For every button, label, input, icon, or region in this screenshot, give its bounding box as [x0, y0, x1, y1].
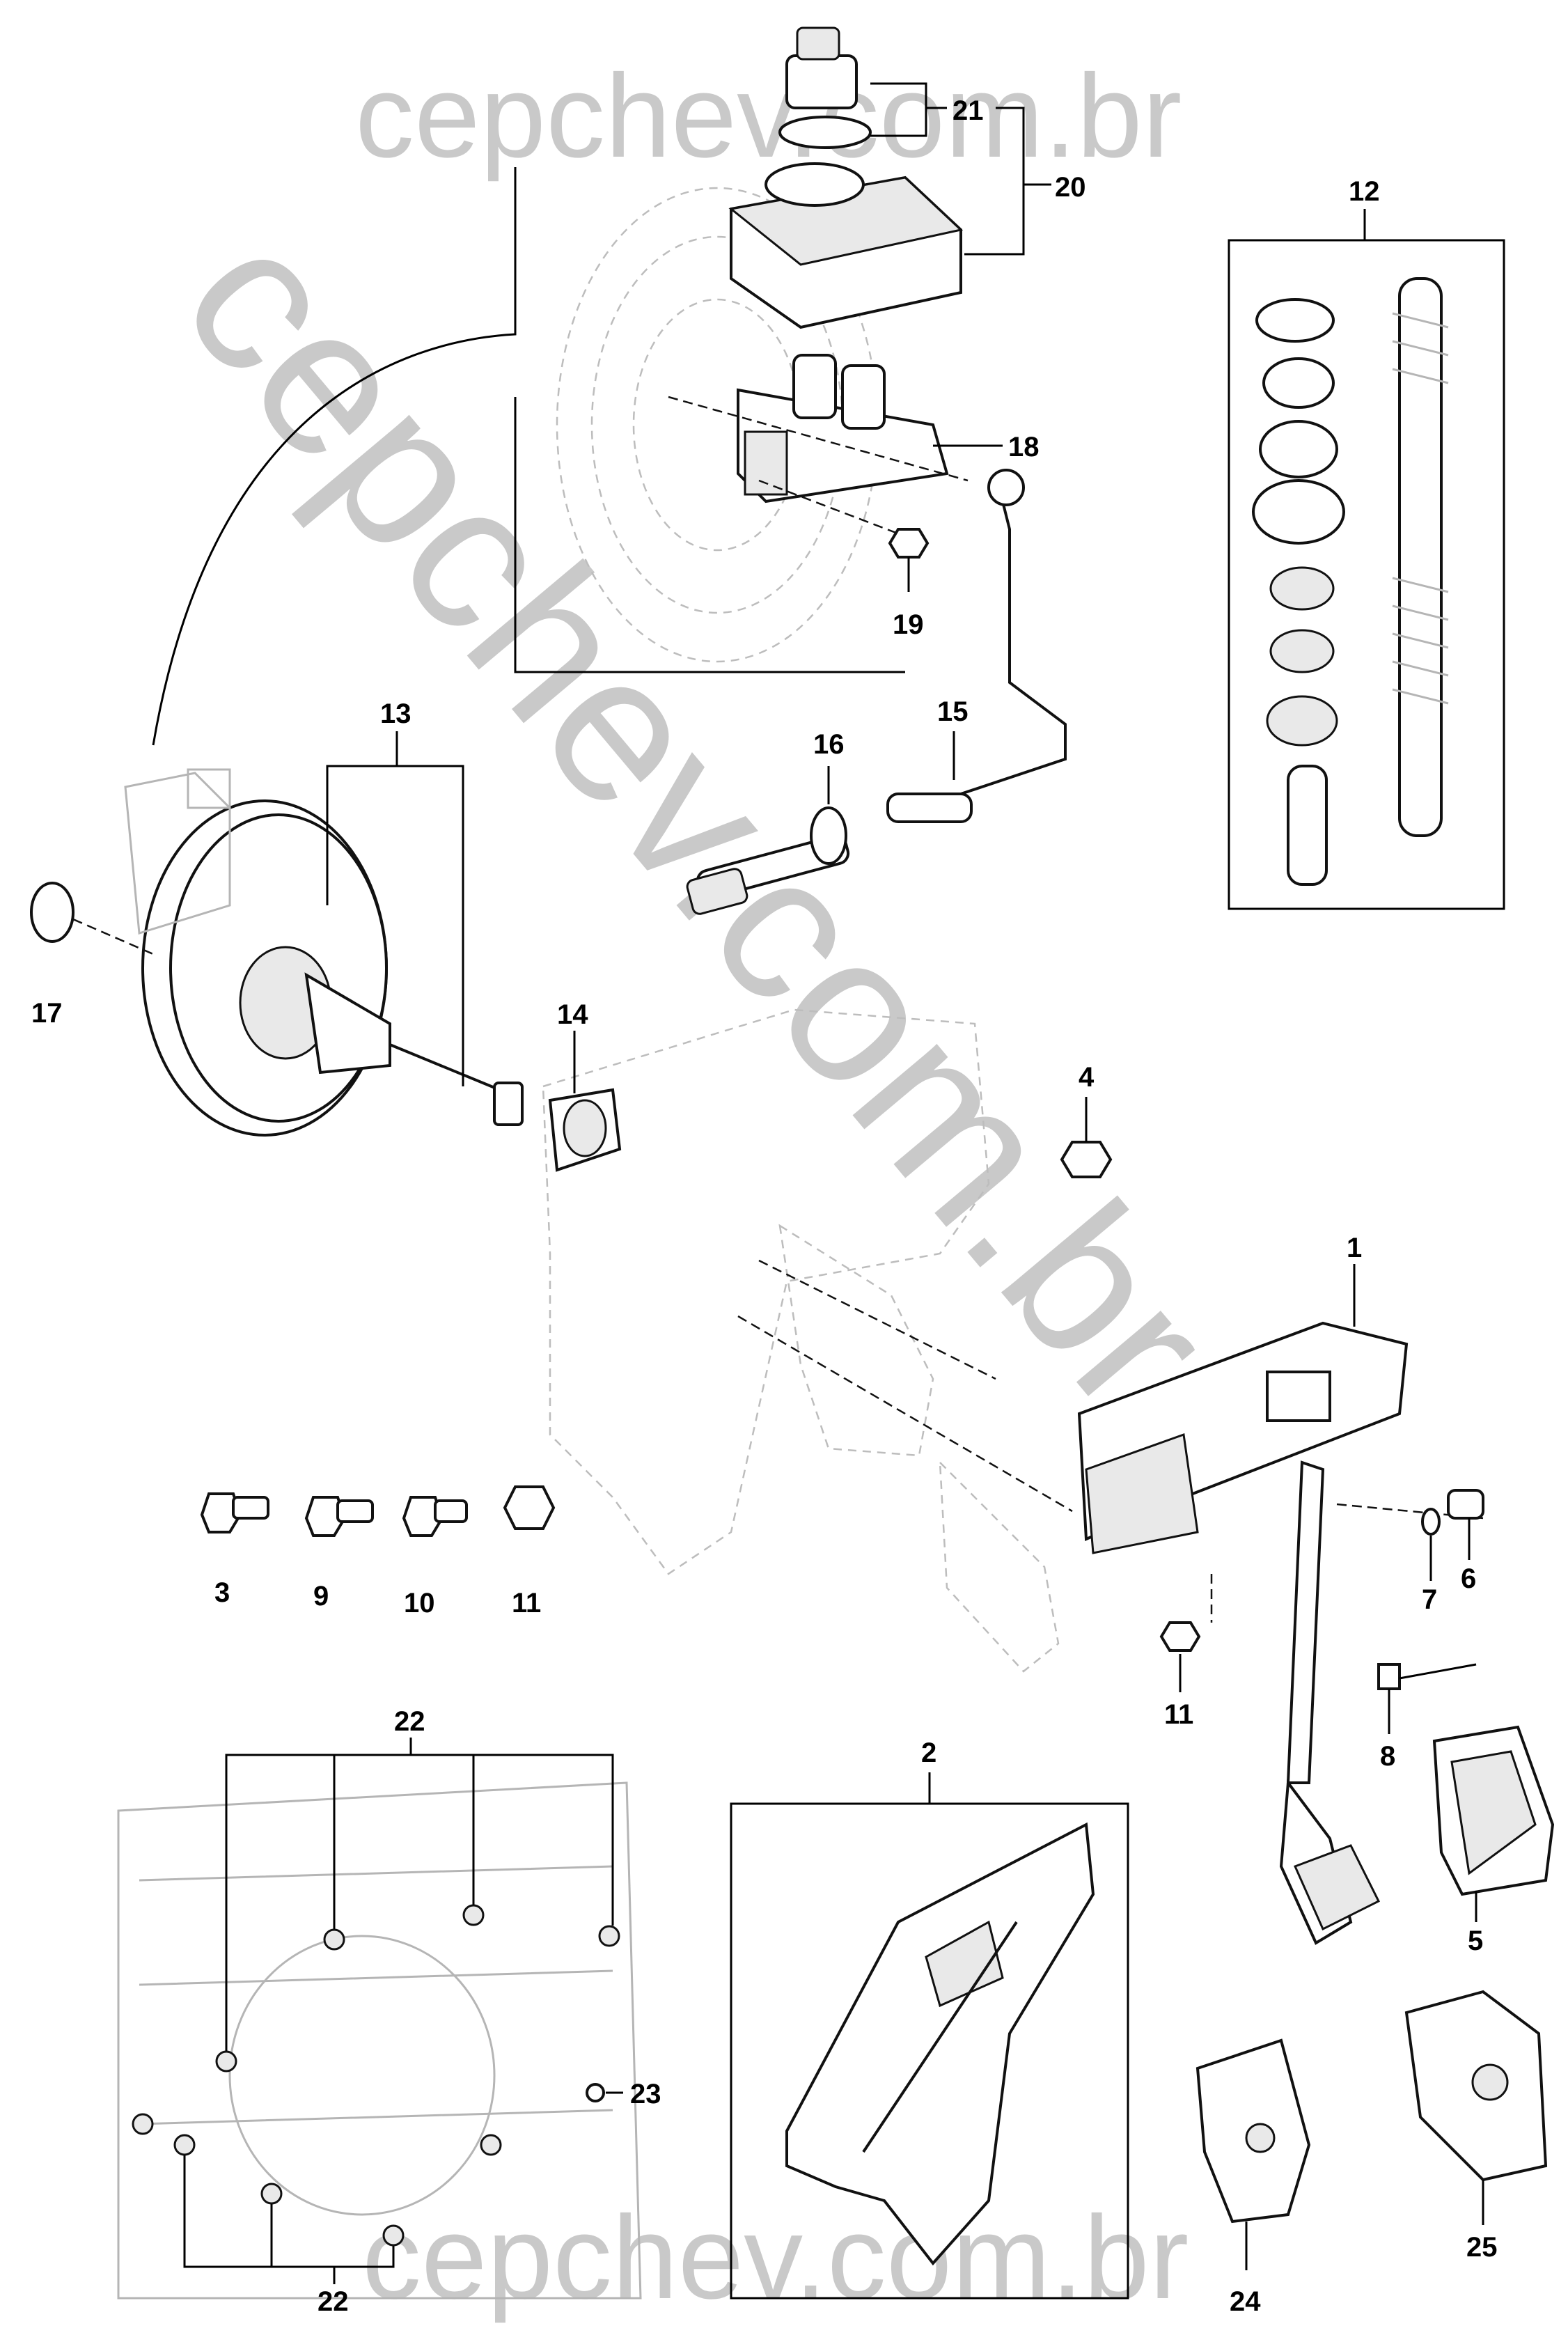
fluid-reservoir — [728, 162, 964, 329]
callout-25: 25 — [1466, 2232, 1498, 2263]
nut-4 — [1060, 1141, 1113, 1178]
callout-12: 12 — [1349, 176, 1380, 207]
leader-20 — [964, 107, 1051, 256]
firewall-ghost — [542, 1008, 1060, 1673]
callout-15: 15 — [937, 696, 969, 727]
callout-22-top: 22 — [394, 1706, 425, 1737]
leader-22-top — [225, 1738, 614, 2051]
leader-13 — [326, 731, 464, 1086]
clutch-hose-fitting — [886, 793, 973, 823]
callout-21: 21 — [952, 95, 984, 126]
reservoir-cap — [778, 26, 872, 149]
callout-23: 23 — [630, 2079, 661, 2109]
pedal-pad — [1432, 1725, 1555, 1896]
section-boundary — [152, 167, 517, 746]
grommet-17 — [30, 882, 75, 943]
callout-20: 20 — [1055, 172, 1086, 203]
callout-7: 7 — [1422, 1584, 1437, 1615]
callout-3: 3 — [214, 1577, 230, 1608]
firewall-bottom-ghost — [117, 1781, 642, 2300]
stud-23 — [586, 2083, 605, 2102]
callout-2: 2 — [921, 1738, 936, 1768]
bolt-3 — [200, 1492, 269, 1533]
bolt-10 — [402, 1496, 468, 1537]
pedal-assembly — [1077, 1321, 1409, 1945]
bracket-24 — [1195, 2038, 1311, 2224]
bushing-6 — [1447, 1489, 1484, 1520]
callout-10: 10 — [404, 1588, 435, 1618]
callout-16: 16 — [813, 729, 845, 760]
watermark-bottom: cepchev.com.br — [362, 2192, 1189, 2324]
leader-21 — [870, 82, 947, 137]
callout-14: 14 — [557, 999, 588, 1030]
repair-kit-box — [1228, 239, 1505, 910]
nut-11-pedal — [1159, 1621, 1201, 1652]
callout-18: 18 — [1008, 432, 1040, 462]
bracket-box — [730, 1802, 1129, 2300]
gasket — [548, 1088, 622, 1172]
watermark-top: cepchev.com.br — [355, 50, 1182, 182]
clutch-master-cylinder — [686, 806, 850, 915]
callout-9: 9 — [313, 1581, 329, 1611]
callout-1: 1 — [1347, 1233, 1362, 1263]
clip-8 — [1377, 1663, 1401, 1690]
callout-11-pedal: 11 — [1164, 1699, 1193, 1730]
studs-22 — [132, 1904, 620, 2247]
clutch-pipe — [960, 487, 1067, 795]
brake-booster — [141, 799, 524, 1137]
nut-11 — [503, 1485, 556, 1530]
booster-ghost-left — [124, 768, 231, 935]
nut-19 — [888, 528, 930, 559]
master-cylinder — [737, 354, 949, 504]
callout-17: 17 — [31, 998, 63, 1029]
callout-6: 6 — [1461, 1563, 1476, 1594]
washer-7 — [1421, 1508, 1441, 1536]
callout-24: 24 — [1230, 2286, 1261, 2317]
callout-19: 19 — [893, 609, 924, 640]
callout-11: 11 — [512, 1588, 541, 1618]
callout-13: 13 — [380, 698, 411, 729]
leader-22-bottom — [183, 2155, 395, 2284]
bracket-25 — [1404, 1990, 1548, 2182]
bolt-9 — [304, 1496, 374, 1537]
callout-22-bottom: 22 — [317, 2286, 349, 2317]
callout-8: 8 — [1380, 1741, 1395, 1772]
callout-5: 5 — [1468, 1926, 1483, 1956]
callout-4: 4 — [1079, 1062, 1095, 1093]
